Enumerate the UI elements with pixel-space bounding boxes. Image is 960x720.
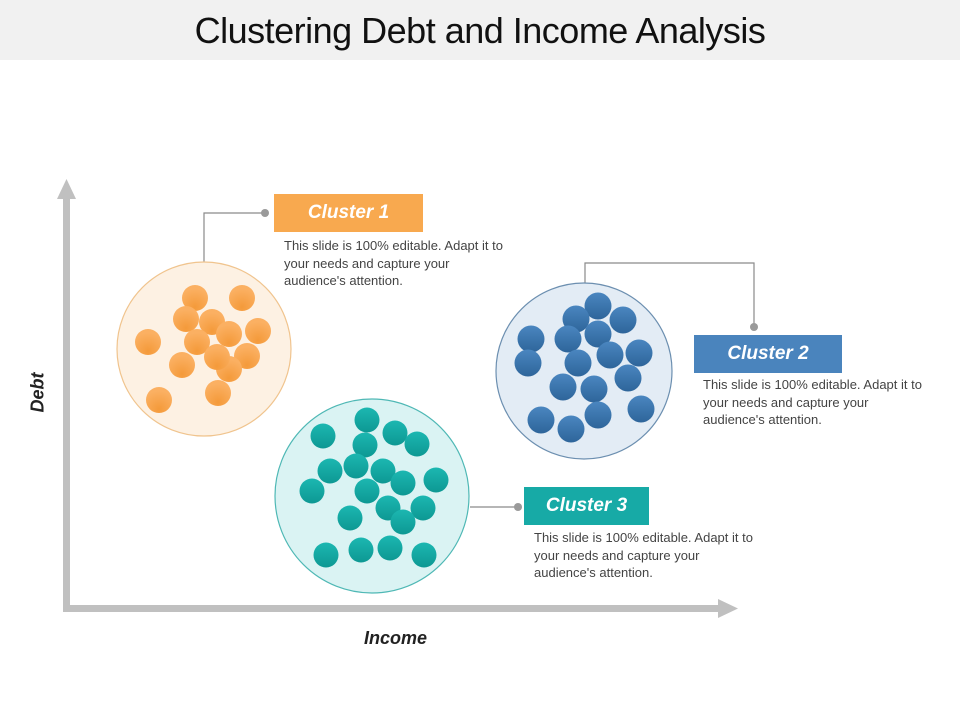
page-title: Clustering Debt and Income Analysis bbox=[194, 10, 766, 51]
cluster-2-description: This slide is 100% editable. Adapt it to… bbox=[703, 377, 922, 427]
cluster-1-label: Cluster 1 bbox=[274, 194, 423, 232]
x-axis-label: Income bbox=[364, 628, 428, 648]
x-axis bbox=[63, 599, 738, 618]
connector-cluster-1 bbox=[203, 209, 269, 262]
cluster-3-description: This slide is 100% editable. Adapt it to… bbox=[534, 530, 753, 580]
cluster-2-label: Cluster 2 bbox=[694, 335, 842, 373]
x-axis-arrow-icon bbox=[718, 599, 738, 618]
y-axis-label: Debt bbox=[27, 372, 48, 413]
cluster-1-group bbox=[116, 261, 292, 437]
connector-cluster-3 bbox=[470, 503, 522, 511]
cluster-3-dots bbox=[299, 407, 449, 568]
cluster-2-group bbox=[495, 282, 673, 460]
connector-cluster-2 bbox=[584, 262, 758, 331]
y-axis-arrow-icon bbox=[57, 179, 76, 199]
cluster-2-dots bbox=[514, 292, 655, 443]
cluster-3-group bbox=[274, 398, 470, 594]
cluster-1-description: This slide is 100% editable. Adapt it to… bbox=[284, 238, 503, 288]
cluster-3-label: Cluster 3 bbox=[524, 487, 649, 525]
cluster-1-dots bbox=[135, 285, 271, 413]
y-axis bbox=[57, 179, 76, 612]
title-bar: Clustering Debt and Income Analysis bbox=[0, 0, 960, 60]
